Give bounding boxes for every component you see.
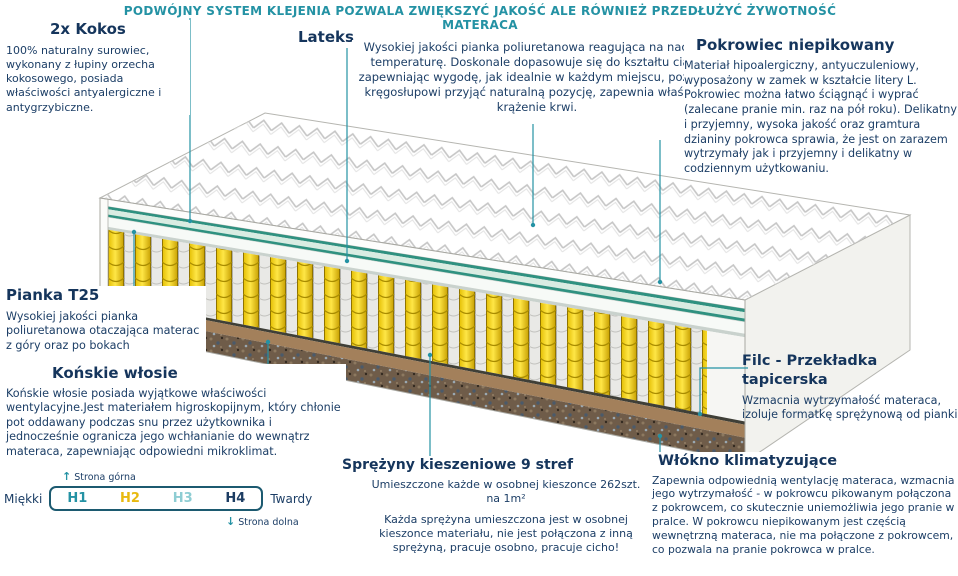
hard-label: Twardy — [270, 491, 313, 506]
hardness-level-h1: H1 — [67, 491, 88, 506]
lateks-label: Lateks — [298, 28, 354, 46]
connector-filc — [699, 367, 748, 414]
connector-lines — [131, 18, 748, 458]
glue-system-banner: PODWÓJNY SYSTEM KLEJENIA POZWALA ZWIĘKSZ… — [123, 4, 837, 32]
layer-coconut-bottom — [100, 299, 745, 438]
callout-pianka-t25: Pianka T25 Wysokiej jakości pianka poliu… — [6, 286, 206, 354]
down-arrow-icon: ↓ — [226, 515, 236, 528]
callout-sprezyny: Sprężyny kieszeniowe 9 stref Umieszczone… — [338, 456, 674, 562]
sprezyny-title: Sprężyny kieszeniowe 9 stref — [342, 457, 574, 473]
layer-glue-line-bottom — [100, 213, 745, 322]
layer-coconut-top — [100, 208, 745, 319]
filc-title: Filc - Przekładka tapicerska — [742, 353, 878, 388]
callout-pianka-termoelastyczna: Wysokiej jakości pianka poliuretanowa re… — [352, 40, 722, 115]
hardness-level-h2: H2 — [120, 491, 140, 506]
up-arrow-icon: ↑ — [62, 470, 72, 483]
sprezyny-body-1: Umieszczone każde w osobnej kieszonce 26… — [371, 478, 641, 506]
hardness-scale: ↑ Strona górna Miękki H1 H2 H3 H4 Twardy… — [4, 470, 349, 528]
hardness-level-h3: H3 — [172, 491, 193, 506]
callout-kokos: 2x Kokos 100% naturalny surowiec, wykona… — [6, 20, 190, 115]
pianka-t25-body: Wysokiej jakości pianka poliuretanowa ot… — [6, 309, 200, 352]
pianka-t25-title: Pianka T25 — [6, 286, 100, 304]
kokos-title: 2x Kokos — [50, 20, 126, 38]
pokrowiec-body: Materiał hipoalergiczny, antyuczuleniowy… — [684, 58, 957, 176]
sprezyny-body-2: Każda sprężyna umieszczona jest w osobne… — [379, 512, 633, 555]
wlokno-body: Zapewnia odpowiednią wentylację materaca… — [652, 473, 955, 556]
pianka-termoelastyczna-body: Wysokiej jakości pianka poliuretanowa re… — [358, 40, 716, 114]
pocket-springs — [108, 229, 707, 415]
callout-wlokno: Włókno klimatyzujące Zapewnia odpowiedni… — [652, 452, 958, 557]
callout-pokrowiec: Pokrowiec niepikowany Materiał hipoalerg… — [684, 36, 958, 178]
callout-filc: Filc - Przekładka tapicerska Wzmacnia wy… — [742, 352, 958, 423]
quilting-zigzag-pattern — [100, 113, 910, 300]
bottom-side-row: ↓ Strona dolna — [4, 515, 349, 528]
soft-label: Miękki — [4, 491, 43, 506]
hardness-box: H1 H2 H3 H4 — [49, 486, 264, 511]
pokrowiec-title: Pokrowiec niepikowany — [696, 36, 895, 54]
callout-konskie-wlosie: Końskie włosie Końskie włosie posiada wy… — [6, 364, 346, 460]
bottom-side-label: Strona dolna — [238, 517, 299, 528]
layer-felt-spacer-top — [100, 225, 745, 338]
hardness-row: Miękki H1 H2 H3 H4 Twardy — [4, 486, 349, 511]
top-side-row: ↑ Strona górna — [4, 470, 349, 483]
layer-felt-spacer — [100, 297, 745, 425]
filc-body: Wzmacnia wytrzymałość materaca, izoluje … — [742, 393, 958, 422]
konskie-wlosie-body: Końskie włosie posiada wyjątkowe właściw… — [6, 386, 341, 458]
layer-climate-fiber — [100, 310, 745, 462]
side-foam-right — [707, 330, 745, 422]
wlokno-title: Włókno klimatyzujące — [658, 453, 838, 469]
konskie-wlosie-title: Końskie włosie — [52, 364, 178, 382]
layer-glue-line-top — [100, 205, 745, 313]
top-side-label: Strona górna — [74, 472, 136, 483]
kokos-body: 100% naturalny surowiec, wykonany z łupi… — [6, 43, 162, 114]
hardness-level-h4: H4 — [225, 491, 246, 506]
